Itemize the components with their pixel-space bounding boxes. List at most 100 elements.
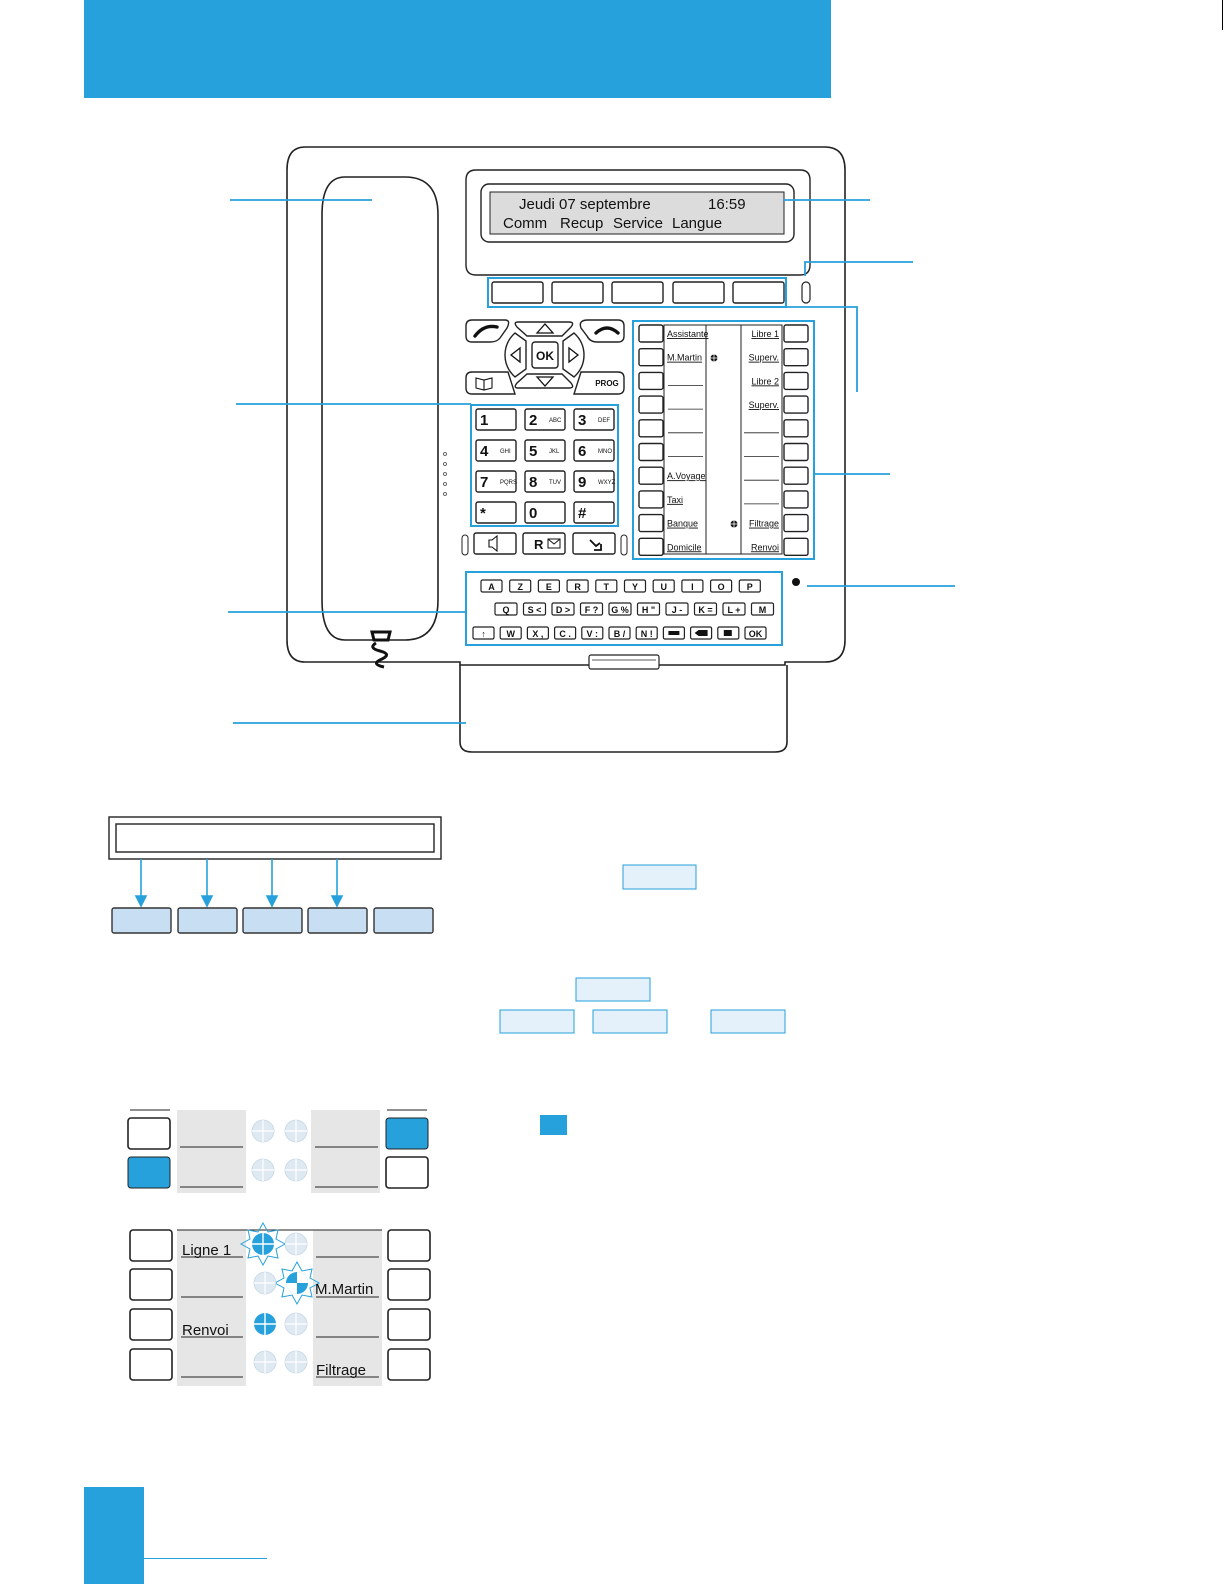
keyboard-key[interactable] (579, 602, 604, 616)
keyboard-key[interactable] (665, 602, 689, 616)
keyboard-key[interactable] (744, 626, 767, 640)
keypad-key-4[interactable] (475, 439, 517, 462)
keyboard-led (792, 578, 800, 586)
inline-key-chips (499, 864, 786, 1135)
keypad-key-3[interactable] (573, 408, 615, 431)
keyboard-key[interactable] (494, 602, 518, 616)
prog-key-left-9[interactable] (638, 513, 664, 533)
keyboard-key[interactable] (581, 626, 604, 640)
keyboard-key[interactable] (608, 626, 631, 640)
handset-cord (370, 630, 392, 669)
nav-up-key[interactable] (514, 321, 574, 337)
keyboard-key[interactable] (709, 579, 733, 593)
on-hook-key[interactable] (579, 319, 625, 343)
keyboard-key[interactable] (509, 579, 532, 593)
prog-key-left-5[interactable] (638, 419, 664, 438)
keypad-key-6[interactable] (573, 439, 615, 462)
keyboard-key[interactable] (636, 602, 661, 616)
keyboard-key[interactable] (522, 602, 547, 616)
keyboard-key[interactable] (566, 579, 589, 593)
display-menu-service: Service (613, 215, 663, 232)
keypad-digit: 0 (529, 505, 537, 522)
prog-key-right-4[interactable] (783, 395, 809, 414)
prog-key-right-5[interactable] (783, 419, 809, 438)
keyboard-key[interactable] (499, 626, 522, 640)
keypad-key-0[interactable] (524, 501, 566, 524)
keypad-digit: 7 (480, 474, 488, 491)
keyboard-key[interactable] (595, 579, 618, 593)
ok-key[interactable] (531, 341, 559, 369)
keypad-letters: MNO (598, 449, 612, 455)
keyboard-key[interactable] (526, 626, 550, 640)
speaker-key[interactable] (473, 532, 517, 555)
prog-key-left-10[interactable] (638, 537, 664, 556)
keyboard-key-label: X , (532, 629, 543, 639)
speaker-dots (443, 452, 447, 496)
prog-key-right-9[interactable] (783, 513, 809, 533)
backspace-icon (694, 630, 708, 636)
blinking-indicator-icon (239, 1221, 321, 1306)
redial-message-key[interactable] (522, 532, 566, 555)
directory-key[interactable] (465, 371, 516, 395)
keypad-key-2[interactable] (524, 408, 566, 431)
diagram-soft-keys (111, 907, 434, 934)
nav-left-key[interactable] (504, 332, 527, 378)
keyboard-key-label: R (574, 582, 581, 592)
nav-down-key[interactable] (514, 373, 574, 389)
keypad-key-8[interactable] (524, 470, 566, 493)
keyboard-key[interactable] (681, 579, 704, 593)
keypad-key-*[interactable] (475, 501, 517, 524)
keyboard-key[interactable] (635, 626, 658, 640)
prog-key-right-3[interactable] (783, 371, 809, 391)
keyboard-key[interactable] (553, 626, 577, 640)
prog-label-right: Libre 2 (751, 376, 779, 386)
prog-key-left-3[interactable] (638, 371, 664, 391)
handset-down-icon (594, 326, 620, 335)
prog-key-left-4[interactable] (638, 395, 664, 414)
prog-key-right-10[interactable] (783, 537, 809, 556)
keyboard-key[interactable] (693, 602, 718, 616)
keyboard-key[interactable] (652, 579, 675, 593)
prog-key-left-2[interactable] (638, 348, 664, 367)
prog-key-right-7[interactable] (783, 466, 809, 485)
keyboard-key-label: L + (727, 605, 740, 615)
prog-key-left-8[interactable] (638, 490, 664, 509)
keyboard-key[interactable] (472, 626, 495, 640)
keyboard-key[interactable] (480, 579, 503, 593)
envelope-icon (547, 538, 561, 549)
keyboard-key[interactable] (537, 579, 561, 593)
keypad-key-7[interactable] (475, 470, 517, 493)
phone-body (286, 146, 846, 666)
keyboard-key[interactable] (722, 602, 746, 616)
display-soft-keys[interactable] (491, 281, 785, 304)
prog-key-left-1[interactable] (638, 324, 664, 343)
keypad-key-5[interactable] (524, 439, 566, 462)
prog-key-left-7[interactable] (638, 466, 664, 485)
display-diagram-frame (108, 816, 442, 860)
keypad-letters: ABC (549, 418, 562, 424)
keypad-key-#[interactable] (573, 501, 615, 524)
keyboard-key[interactable] (623, 579, 647, 593)
keyboard-key[interactable] (551, 602, 575, 616)
status-icons (710, 354, 738, 528)
keypad-key-1[interactable] (475, 408, 517, 431)
prog-key[interactable] (573, 371, 625, 395)
keyboard-key-label: K = (698, 605, 712, 615)
prog-key-label: PROG (595, 379, 619, 388)
keyboard-key-label: M (759, 605, 767, 615)
prog-key-right-2[interactable] (783, 348, 809, 367)
prog-key-right-8[interactable] (783, 490, 809, 509)
nav-right-key[interactable] (562, 332, 585, 378)
prog-key-right-6[interactable] (783, 442, 809, 462)
keyboard-key[interactable] (738, 579, 761, 593)
keypad-key-9[interactable] (573, 470, 615, 493)
prog-key-left-6[interactable] (638, 442, 664, 462)
keyboard-key[interactable] (750, 602, 775, 616)
off-hook-key[interactable] (465, 319, 510, 343)
prog-key-right-1[interactable] (783, 324, 809, 343)
key-label-example: Ligne 1 Renvoi M.Martin Filtrage (129, 1221, 431, 1386)
keyboard-key[interactable] (608, 602, 632, 616)
